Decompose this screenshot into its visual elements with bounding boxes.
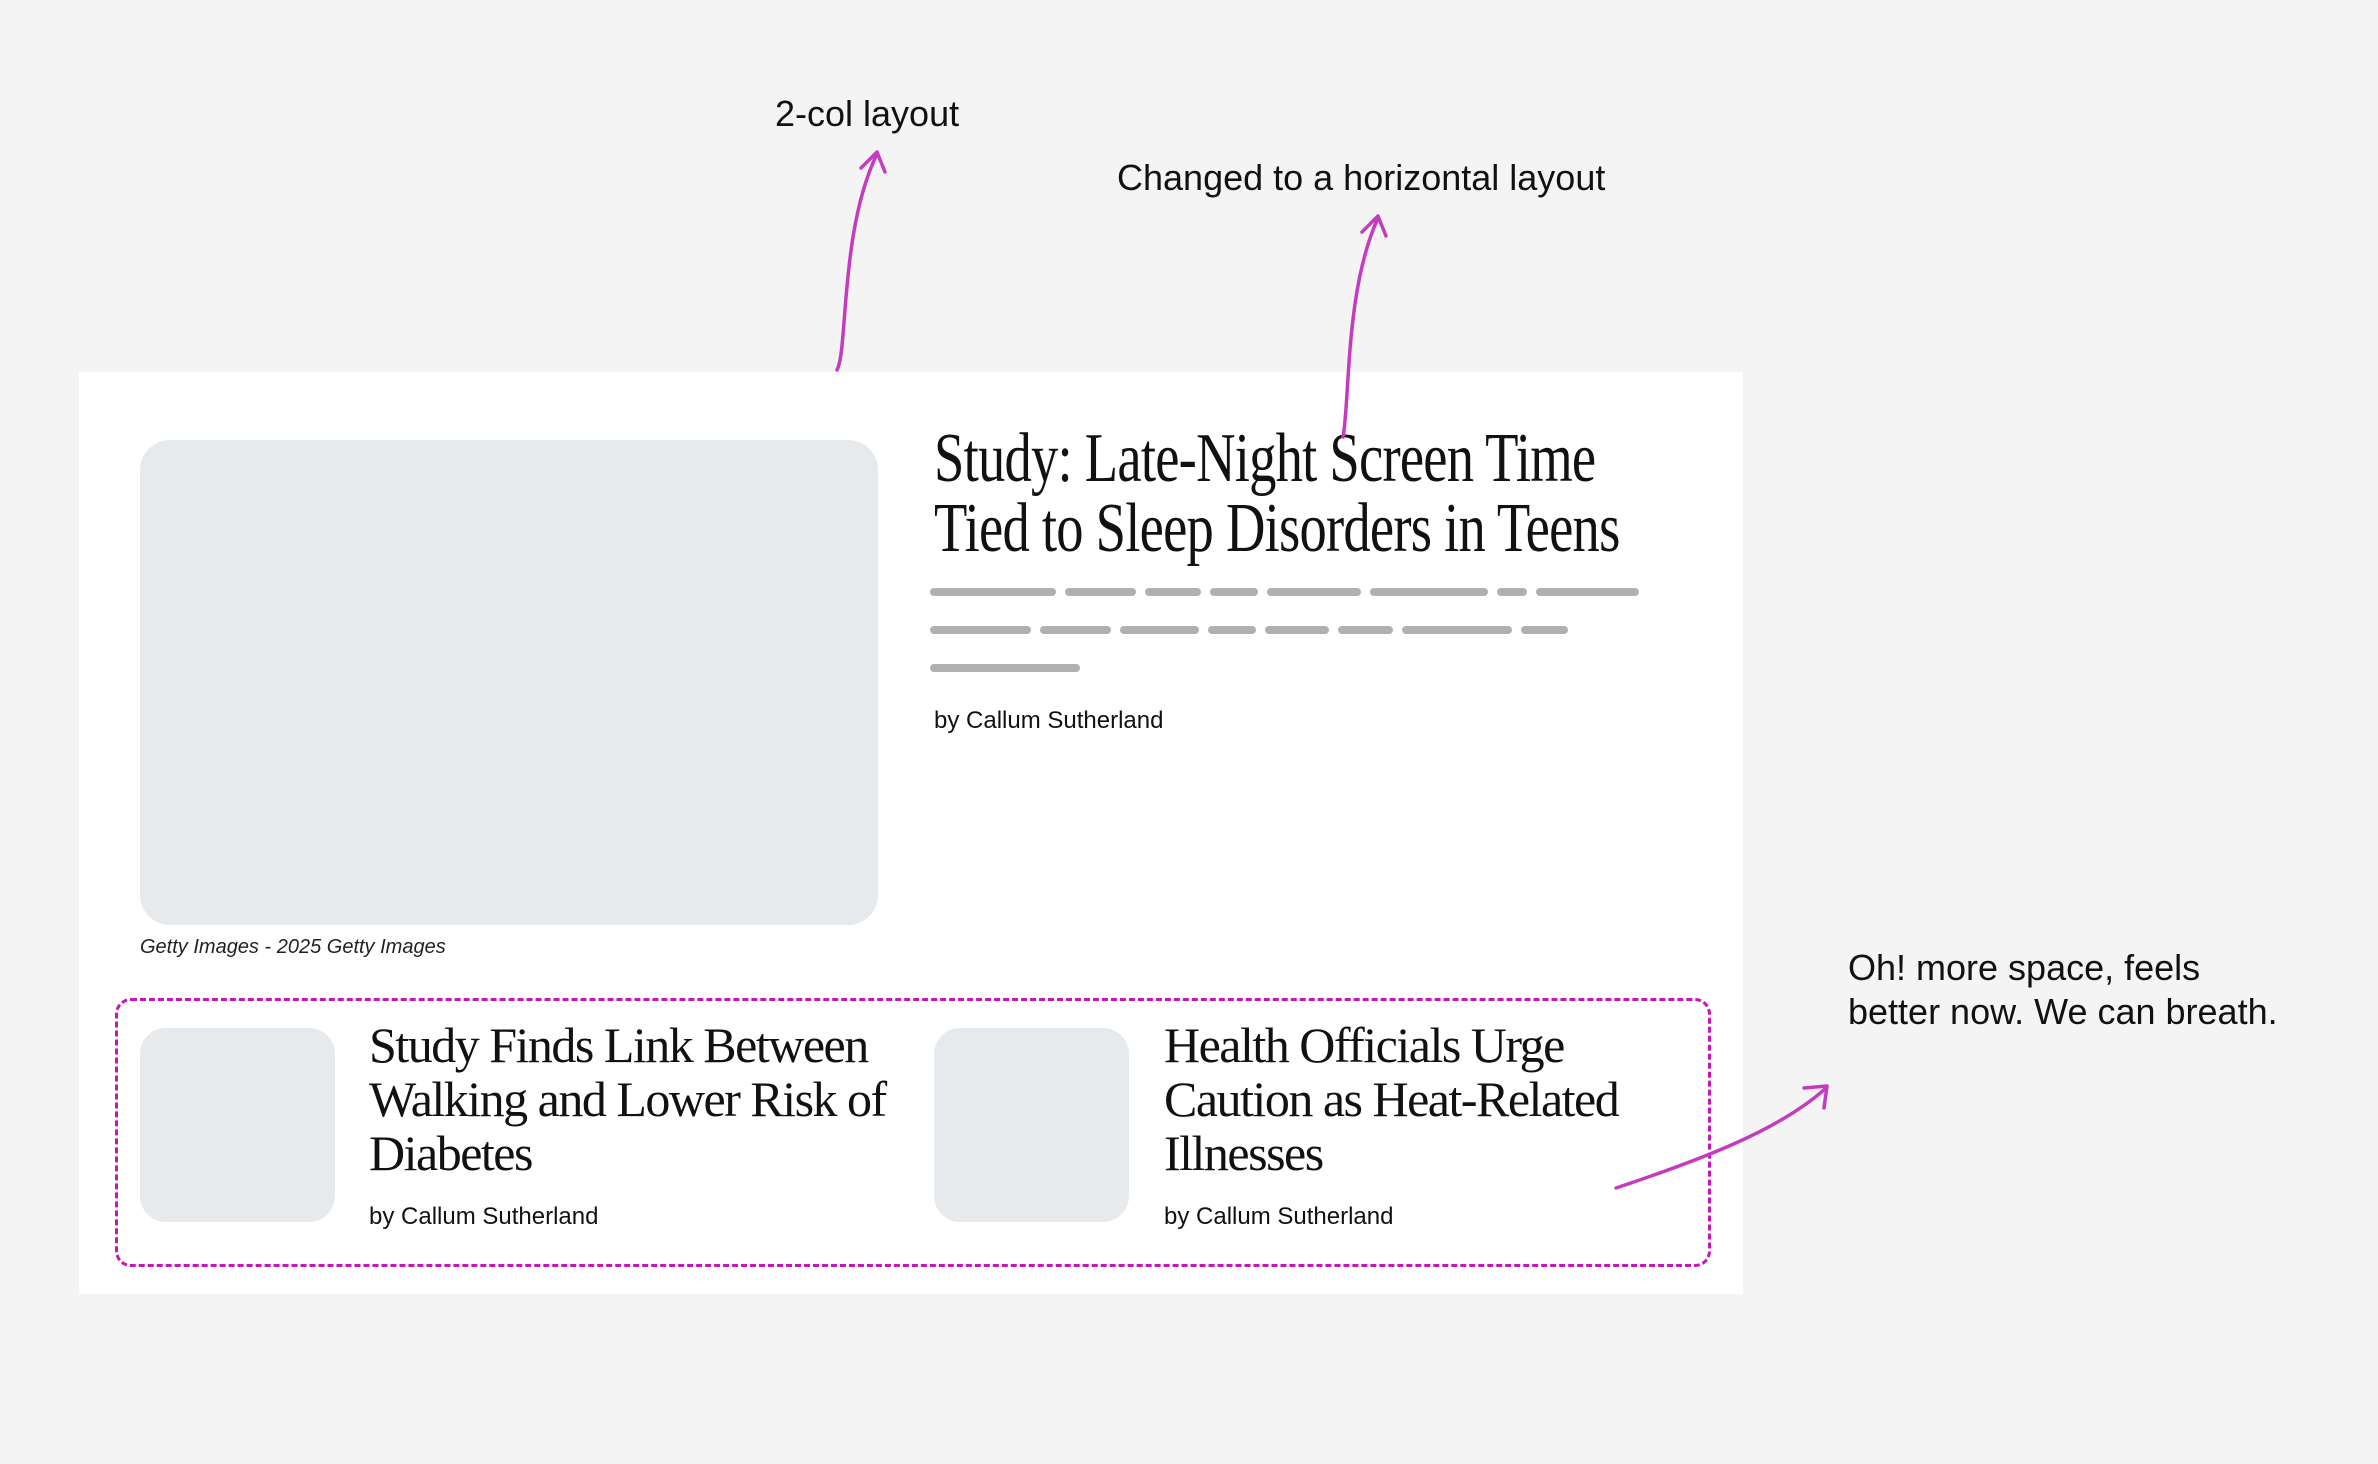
summary-placeholder-line bbox=[930, 588, 1639, 596]
summary-placeholder-line bbox=[930, 626, 1568, 634]
arrow-icon bbox=[859, 150, 887, 174]
arrow-icon bbox=[1360, 214, 1388, 238]
hero-image-caption: Getty Images - 2025 Getty Images bbox=[140, 936, 446, 958]
article-text-block: Study Finds Link Between Walking and Low… bbox=[369, 1018, 889, 1232]
article-headline[interactable]: Health Officials Urge Caution as Heat-Re… bbox=[1164, 1017, 1620, 1181]
annotation-more-space: Oh! more space, feels better now. We can… bbox=[1848, 947, 2278, 1032]
article-thumbnail[interactable] bbox=[934, 1028, 1129, 1222]
hero-byline: by Callum Sutherland bbox=[934, 707, 1164, 734]
arrow-icon bbox=[835, 152, 879, 372]
hero-headline-line: Tied to Sleep Disorders in Teens bbox=[934, 490, 1620, 567]
hero-image-placeholder[interactable] bbox=[140, 440, 878, 925]
article-text-block: Health Officials Urge Caution as Heat-Re… bbox=[1164, 1018, 1694, 1232]
article-headline[interactable]: Study Finds Link Between Walking and Low… bbox=[369, 1017, 887, 1181]
hero-headline-line: Study: Late-Night Screen Time bbox=[934, 420, 1596, 497]
arrow-icon bbox=[1614, 1086, 1828, 1190]
annotation-horizontal-layout: Changed to a horizontal layout bbox=[1117, 157, 1606, 198]
highlight-box bbox=[115, 998, 1711, 1267]
summary-placeholder-line bbox=[930, 664, 1080, 672]
annotation-two-col: 2-col layout bbox=[775, 93, 960, 134]
article-thumbnail[interactable] bbox=[140, 1028, 335, 1222]
arrow-icon bbox=[1802, 1084, 1829, 1110]
article-byline: by Callum Sutherland bbox=[1164, 1203, 1394, 1230]
hero-headline[interactable]: Study: Late-Night Screen Time Tied to Sl… bbox=[934, 424, 1620, 564]
arrow-icon bbox=[1341, 216, 1380, 439]
article-byline: by Callum Sutherland bbox=[369, 1203, 599, 1230]
